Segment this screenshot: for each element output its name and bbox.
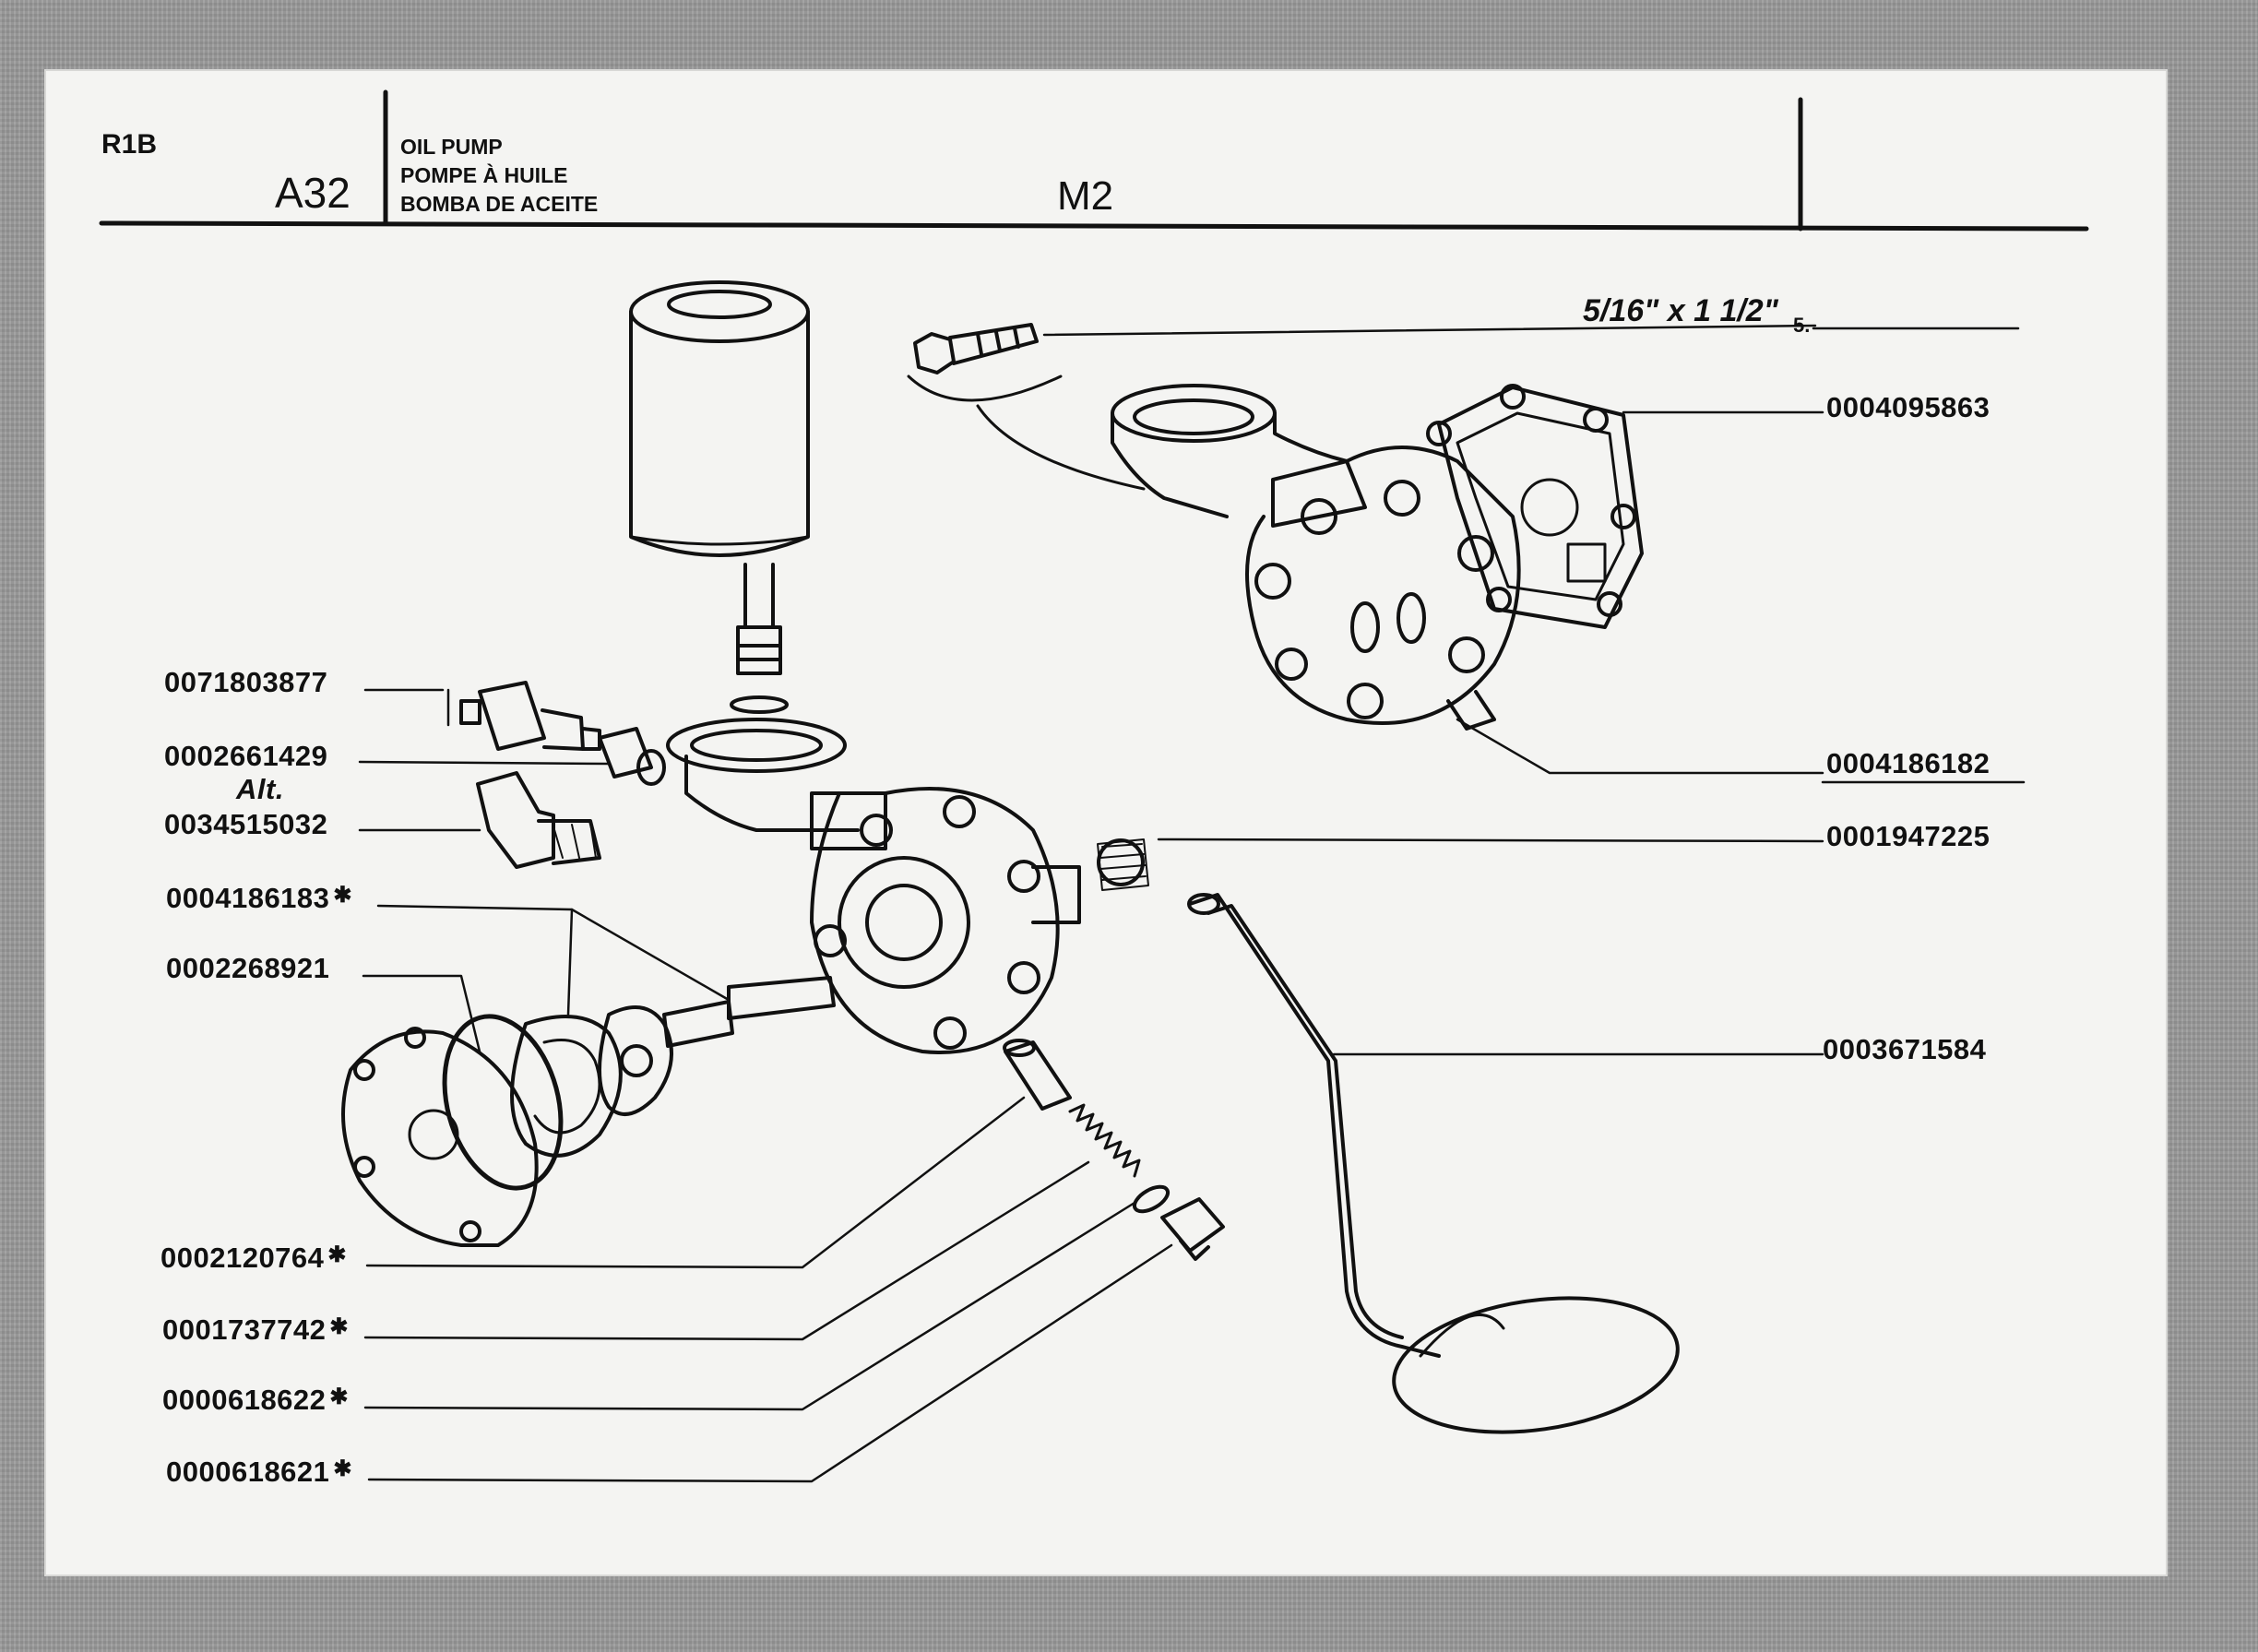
drive-gear-illustration bbox=[1097, 838, 1149, 891]
part-code: 0001947225 bbox=[1826, 820, 1991, 852]
oil-pickup-illustration bbox=[1187, 893, 1680, 1434]
part-code: 0004186183 bbox=[166, 882, 330, 914]
part-number-label: 0003671584 bbox=[1823, 1033, 1986, 1066]
bolt-illustration bbox=[907, 323, 1146, 491]
part-code: 0004186182 bbox=[1826, 747, 1991, 779]
alt-sender-illustration bbox=[476, 771, 601, 869]
relief-valve-spring-illustration bbox=[1068, 1103, 1141, 1178]
oil-filter-illustration bbox=[629, 280, 810, 714]
part-code: 0000618622 bbox=[162, 1384, 327, 1416]
leader-line-0004186183-drop bbox=[566, 908, 574, 1016]
parts-catalog-page bbox=[46, 71, 2166, 1575]
part-number-label: 0004186183✱ bbox=[166, 882, 352, 915]
service-marker-icon: ✱ bbox=[333, 1456, 353, 1481]
part-number-label: 0001737742✱ bbox=[162, 1313, 349, 1347]
part-code: 0000618621 bbox=[166, 1456, 330, 1488]
leader-line-0000618621 bbox=[367, 1243, 1173, 1483]
gasket-illustration bbox=[1426, 384, 1644, 629]
part-code: 0034515032 bbox=[164, 808, 328, 840]
leader-line-0002661429 bbox=[358, 760, 611, 766]
alt-label: Alt. bbox=[236, 773, 284, 805]
leader-line-0004186182 bbox=[1456, 718, 1824, 775]
washer-illustration bbox=[1132, 1184, 1171, 1214]
part-number-label: 0002661429 bbox=[164, 740, 327, 773]
part-code: 0003671584 bbox=[1823, 1033, 1987, 1065]
part-number-label: 0034515032 bbox=[164, 808, 327, 841]
leader-line-0002268921 bbox=[362, 974, 481, 1053]
leader-line-0000618622 bbox=[363, 1201, 1136, 1411]
part-number-label: 0001947225 bbox=[1826, 820, 1990, 853]
header-rules bbox=[99, 89, 2089, 232]
title-french: POMPE À HUILE bbox=[400, 163, 568, 187]
leader-line-0002120764 bbox=[365, 1096, 1026, 1269]
bolt-quantity: 5. bbox=[1793, 314, 1811, 337]
adapter-fitting-illustration bbox=[598, 727, 666, 786]
part-code: 0071803877 bbox=[164, 666, 328, 698]
leader-line-0001947225 bbox=[1157, 838, 1824, 843]
part-number-label: 0071803877 bbox=[164, 666, 327, 699]
section-code: R1B bbox=[101, 129, 158, 160]
pump-cover-illustration bbox=[341, 1027, 539, 1247]
bolt-size-spec: 5/16" x 1 1/2" bbox=[1583, 293, 1778, 328]
service-marker-icon: ✱ bbox=[329, 1314, 350, 1339]
leader-line-bolt bbox=[1042, 324, 1817, 337]
outer-rotor-illustration bbox=[510, 1015, 623, 1158]
o-ring-illustration bbox=[442, 1014, 564, 1191]
part-number-label: 0004186182 bbox=[1826, 747, 1990, 780]
service-marker-icon: ✱ bbox=[329, 1385, 350, 1409]
service-marker-icon: ✱ bbox=[333, 883, 353, 908]
part-number-label: 0000618621✱ bbox=[166, 1456, 352, 1489]
part-code: 0001737742 bbox=[162, 1313, 327, 1346]
leader-line-0001737742 bbox=[363, 1160, 1090, 1341]
part-number-label: 0000618622✱ bbox=[162, 1384, 349, 1417]
part-code: 0004095863 bbox=[1826, 391, 1991, 423]
title-english: OIL PUMP bbox=[400, 135, 503, 159]
part-code: 0002268921 bbox=[166, 952, 330, 984]
part-code: 0002661429 bbox=[164, 740, 328, 772]
model-code: M2 bbox=[1057, 173, 1114, 219]
part-number-label: 0002268921 bbox=[166, 952, 329, 985]
pump-body-illustration bbox=[666, 718, 1081, 1054]
leader-line-0004186183 bbox=[376, 904, 731, 1002]
relief-valve-plunger-illustration bbox=[1003, 1039, 1072, 1111]
pressure-switch-illustration bbox=[459, 681, 601, 751]
group-code: A32 bbox=[275, 169, 351, 217]
rotor-illustration bbox=[598, 1005, 673, 1116]
pump-assembly-top-illustration bbox=[1111, 384, 1521, 731]
service-marker-icon: ✱ bbox=[327, 1242, 348, 1267]
title-spanish: BOMBA DE ACEITE bbox=[400, 192, 599, 216]
leader-lines bbox=[358, 324, 2026, 1483]
plug-illustration bbox=[1160, 1197, 1225, 1261]
pump-shaft-illustration bbox=[662, 976, 836, 1048]
part-number-label: 0004095863 bbox=[1826, 391, 1990, 424]
part-code: 0002120764 bbox=[160, 1242, 325, 1274]
part-number-label: 0002120764✱ bbox=[160, 1242, 347, 1275]
